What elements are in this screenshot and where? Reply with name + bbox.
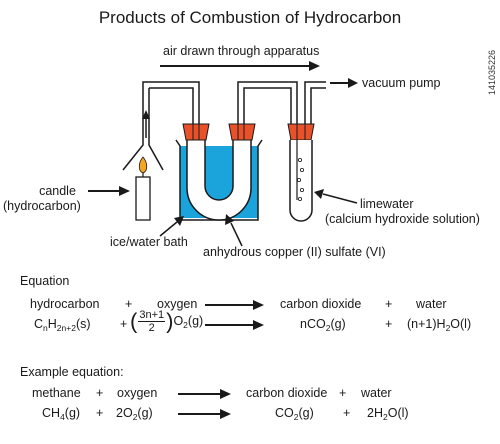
example-symbol-co2: CO2(g) — [275, 406, 314, 422]
copper-sulfate-pointer-arrow — [225, 214, 243, 247]
example-word-co2: carbon dioxide — [246, 386, 328, 400]
equation-arrow-word — [205, 300, 264, 310]
candle-pointer-arrow — [88, 186, 130, 196]
candle — [135, 172, 151, 221]
word-reactant-hydrocarbon: hydrocarbon — [30, 297, 100, 311]
outlet-tube — [304, 81, 326, 128]
example-word-plus-1: + — [96, 386, 104, 400]
limewater-label: limewater — [360, 197, 414, 211]
example-symbol-water: 2H2O(l) — [367, 406, 409, 422]
example-symbol-oxygen: 2O2(g) — [116, 406, 153, 422]
word-plus-2: + — [385, 297, 393, 311]
rising-gas-arrow — [142, 110, 150, 138]
example-symbol-plus-2: + — [343, 406, 351, 420]
example-word-water: water — [361, 386, 392, 400]
word-product-co2: carbon dioxide — [280, 297, 362, 311]
symbol-plus-1: + — [120, 317, 128, 331]
ice-bath-pointer-arrow — [159, 216, 184, 237]
diagram-title: Products of Combustion of Hydrocarbon — [98, 8, 402, 27]
ice-bath-label: ice/water bath — [110, 235, 188, 249]
symbol-hydrocarbon-formula: CnH2n+2(s) — [34, 317, 91, 333]
limewater-pointer-arrow — [314, 189, 358, 204]
candle-label: candle — [30, 184, 85, 199]
airflow-arrow — [160, 61, 320, 71]
copper-sulfate-label: anhydrous copper (II) sulfate (VI) — [203, 245, 386, 259]
equation-heading: Equation — [20, 274, 70, 288]
symbol-plus-2: + — [385, 317, 393, 331]
funnel — [122, 88, 164, 171]
stopper-left — [182, 123, 210, 141]
example-word-oxygen: oxygen — [117, 386, 158, 400]
stopper-middle — [228, 123, 256, 141]
word-plus-1: + — [125, 297, 133, 311]
stopper-tubes — [192, 124, 306, 140]
symbol-product-water: (n+1)H2O(l) — [407, 317, 472, 333]
u-tube — [186, 129, 252, 221]
gas-bubbles — [296, 157, 304, 201]
limewater-sublabel: (calcium hydroxide solution) — [325, 212, 480, 226]
example-symbol-plus-1: + — [96, 406, 104, 420]
air-drawn-label: air drawn through apparatus — [163, 44, 320, 58]
stopper-right — [287, 123, 315, 141]
candle-label-line1: candle — [39, 184, 76, 198]
example-heading: Example equation: — [20, 365, 124, 379]
limewater-test-tube — [289, 140, 313, 222]
delivery-tube-1 — [142, 81, 200, 128]
example-arrow-symbol — [178, 409, 231, 419]
equation-arrow-symbol — [205, 320, 264, 330]
candle-label-line2: (hydrocarbon) — [3, 199, 81, 213]
example-symbol-methane: CH4(g) — [42, 406, 81, 422]
symbol-product-co2: nCO2(g) — [300, 317, 346, 333]
example-word-plus-2: + — [339, 386, 347, 400]
flame-icon — [138, 156, 148, 174]
word-reactant-oxygen: oxygen — [157, 297, 198, 311]
example-arrow-word — [178, 389, 231, 399]
stock-image-id: 141035226 — [487, 50, 497, 96]
vacuum-pump-label: vacuum pump — [362, 76, 441, 90]
word-product-water: water — [416, 297, 447, 311]
vacuum-pump-arrow — [330, 78, 358, 88]
example-word-methane: methane — [32, 386, 81, 400]
